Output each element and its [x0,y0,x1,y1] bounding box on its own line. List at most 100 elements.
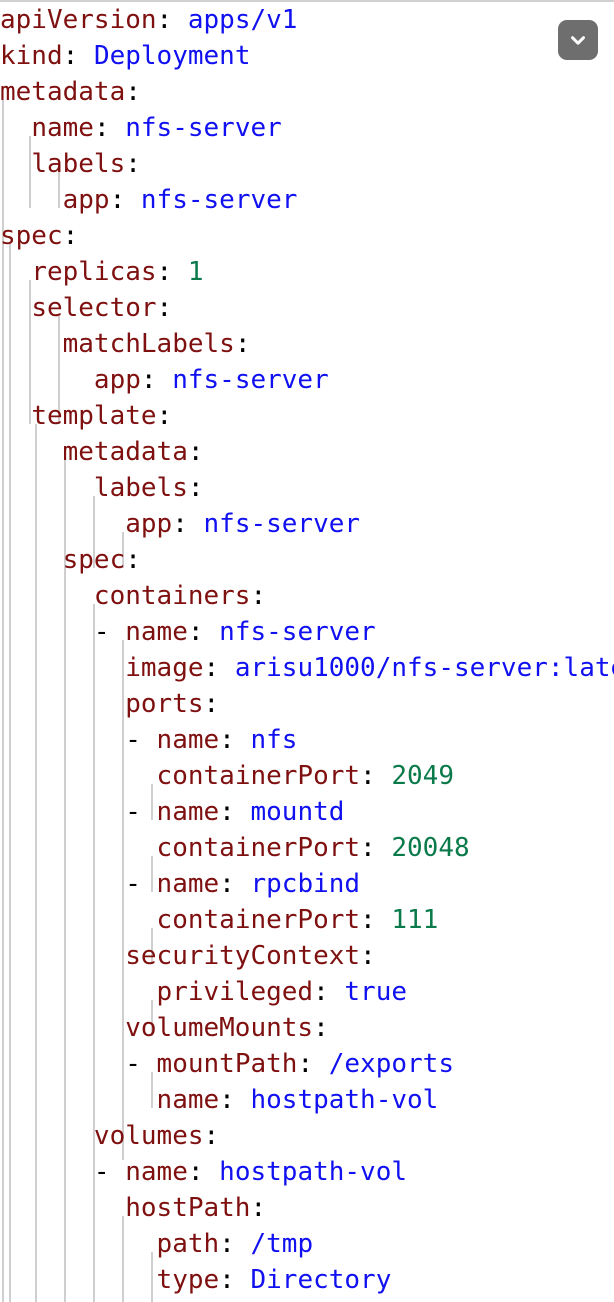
yaml-value: nfs-server [172,365,329,395]
yaml-colon: : [156,5,173,35]
yaml-value: apps/v1 [187,5,298,35]
yaml-colon: : [156,293,173,323]
yaml-value: 111 [391,905,439,935]
yaml-colon: : [360,905,376,935]
yaml-key: path [156,1229,220,1259]
yaml-value: nfs-server [203,509,361,539]
yaml-key: containerPort [156,833,361,863]
code-line[interactable]: ports: [0,686,614,722]
code-line[interactable]: template: [0,398,614,434]
yaml-key: name [31,113,94,143]
code-line[interactable]: volumes: [0,1118,614,1154]
yaml-key: privileged [156,977,314,1007]
code-line[interactable]: - name: hostpath-vol [0,1154,614,1190]
yaml-key: app [93,365,141,395]
yaml-value: nfs-server [219,617,376,647]
code-line[interactable]: volumeMounts: [0,1010,614,1046]
yaml-colon: : [125,149,141,179]
code-line[interactable]: labels: [0,470,614,506]
yaml-key: selector [31,293,157,323]
yaml-key: matchLabels [62,329,235,359]
code-line[interactable]: containerPort: 20048 [0,830,614,866]
yaml-key: image [125,653,204,683]
yaml-colon: : [140,365,157,395]
yaml-colon: : [125,77,141,107]
yaml-key: hostPath [125,1193,251,1223]
yaml-key: name [156,797,220,827]
yaml-key: replicas [31,257,157,287]
list-dash: - [125,725,141,755]
yaml-value: /exports [328,1049,454,1079]
yaml-value: rpcbind [250,869,361,899]
yaml-key: apiVersion [0,5,157,35]
code-line[interactable]: name: hostpath-vol [0,1082,614,1118]
yaml-colon: : [93,113,110,143]
list-dash: - [93,1157,110,1187]
code-line[interactable]: containerPort: 111 [0,902,614,938]
yaml-value: Deployment [93,41,251,71]
yaml-key: volumeMounts [125,1013,314,1043]
code-line[interactable]: spec: [0,542,614,578]
yaml-colon: : [187,473,204,503]
scroll-down-button[interactable] [558,20,598,60]
yaml-key: name [125,617,188,647]
code-line[interactable]: - mountPath: /exports [0,1046,614,1082]
code-line[interactable]: spec: [0,218,614,254]
yaml-key: app [62,185,110,215]
yaml-value: Directory [250,1265,392,1295]
yaml-colon: : [360,833,376,863]
yaml-colon: : [219,725,235,755]
yaml-key: kind [0,41,63,71]
code-line[interactable]: name: nfs-server [0,110,614,146]
yaml-key: spec [0,221,63,251]
code-line[interactable]: labels: [0,146,614,182]
code-line[interactable]: image: arisu1000/nfs-server:latest [0,650,614,686]
code-line[interactable]: - name: mountd [0,794,614,830]
yaml-colon: : [203,653,220,683]
code-line[interactable]: app: nfs-server [0,362,614,398]
scroll-down-button-wrapper[interactable] [552,14,604,66]
yaml-value: mountd [250,797,345,827]
code-line[interactable]: containerPort: 2049 [0,758,614,794]
code-line[interactable]: selector: [0,290,614,326]
code-line[interactable]: app: nfs-server [0,506,614,542]
code-line[interactable]: app: nfs-server [0,182,614,218]
code-line[interactable]: path: /tmp [0,1226,614,1262]
yaml-key: labels [93,473,188,503]
yaml-colon: : [156,257,173,287]
yaml-colon: : [203,1121,220,1151]
code-line[interactable]: kind: Deployment [0,38,614,74]
code-line[interactable]: matchLabels: [0,326,614,362]
yaml-key: name [156,1085,220,1115]
yaml-colon: : [219,1229,235,1259]
yaml-colon: : [62,41,79,71]
code-line[interactable]: metadata: [0,74,614,110]
yaml-colon: : [313,977,329,1007]
yaml-key: labels [31,149,126,179]
yaml-key: containers [93,581,251,611]
yaml-value: hostpath-vol [219,1157,408,1187]
yaml-key: containerPort [156,905,361,935]
code-line[interactable]: metadata: [0,434,614,470]
code-line[interactable]: apiVersion: apps/v1 [0,2,614,38]
code-line[interactable]: - name: rpcbind [0,866,614,902]
code-line[interactable]: hostPath: [0,1190,614,1226]
code-line[interactable]: type: Directory [0,1262,614,1298]
yaml-colon: : [219,1085,235,1115]
code-line[interactable]: - name: nfs [0,722,614,758]
yaml-colon: : [156,401,173,431]
yaml-colon: : [219,797,235,827]
code-line[interactable]: replicas: 1 [0,254,614,290]
yaml-key: securityContext [125,941,361,971]
yaml-colon: : [234,329,251,359]
code-line[interactable]: - name: nfs-server [0,614,614,650]
yaml-value: hostpath-vol [250,1085,439,1115]
code-line[interactable]: containers: [0,578,614,614]
code-line[interactable]: securityContext: [0,938,614,974]
code-line[interactable]: privileged: true [0,974,614,1010]
yaml-key: name [156,869,220,899]
yaml-value: 1 [187,257,204,287]
yaml-colon: : [109,185,126,215]
